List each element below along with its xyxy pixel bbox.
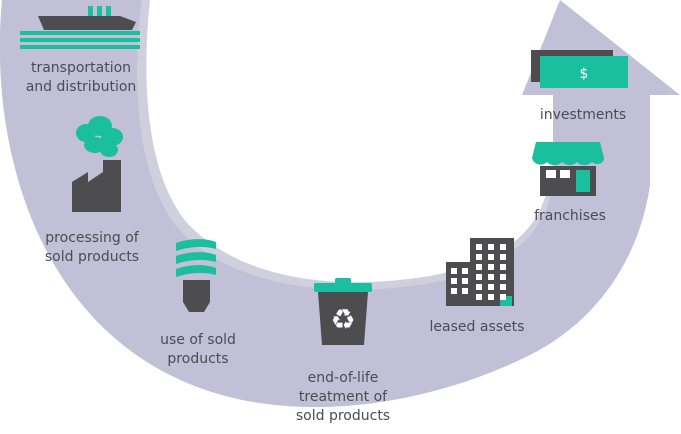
label-end-of-life: end-of-life treatment of sold products [295, 370, 391, 424]
label-franchises: franchises [534, 208, 606, 224]
label-investments: investments [539, 107, 627, 123]
building-window [451, 288, 457, 294]
building-window [500, 284, 506, 290]
building-window [488, 264, 494, 270]
lightbulb-icon [176, 239, 216, 312]
building-window [476, 294, 482, 300]
building-window [476, 254, 482, 260]
building-window [476, 284, 482, 290]
label-use: use of sold products [160, 332, 236, 367]
money-icon: $ [531, 50, 628, 88]
building-window [476, 274, 482, 280]
recycle-bin-icon: ♻ [314, 278, 372, 345]
label-processing: processing of sold products [44, 230, 140, 265]
building-window [500, 254, 506, 260]
label-leased: leased assets [429, 319, 525, 335]
building-window [488, 254, 494, 260]
building-window [451, 278, 457, 284]
building-window [488, 294, 494, 300]
building-window [500, 294, 506, 300]
label-transportation: transportation and distribution [25, 60, 137, 95]
building-window [462, 288, 468, 294]
storefront-icon [532, 142, 604, 196]
building-window [488, 244, 494, 250]
building-window [488, 284, 494, 290]
building-window [500, 274, 506, 280]
building-window [500, 244, 506, 250]
office-building-icon [446, 238, 514, 306]
ship-icon [20, 6, 140, 49]
building-window [488, 274, 494, 280]
building-window [462, 278, 468, 284]
building-window [462, 268, 468, 274]
money-symbol: $ [580, 66, 589, 82]
svg-text:♻: ♻ [330, 303, 355, 336]
building-window [476, 244, 482, 250]
building-window [451, 268, 457, 274]
building-window [500, 264, 506, 270]
factory-icon [72, 116, 123, 212]
building-window [476, 264, 482, 270]
